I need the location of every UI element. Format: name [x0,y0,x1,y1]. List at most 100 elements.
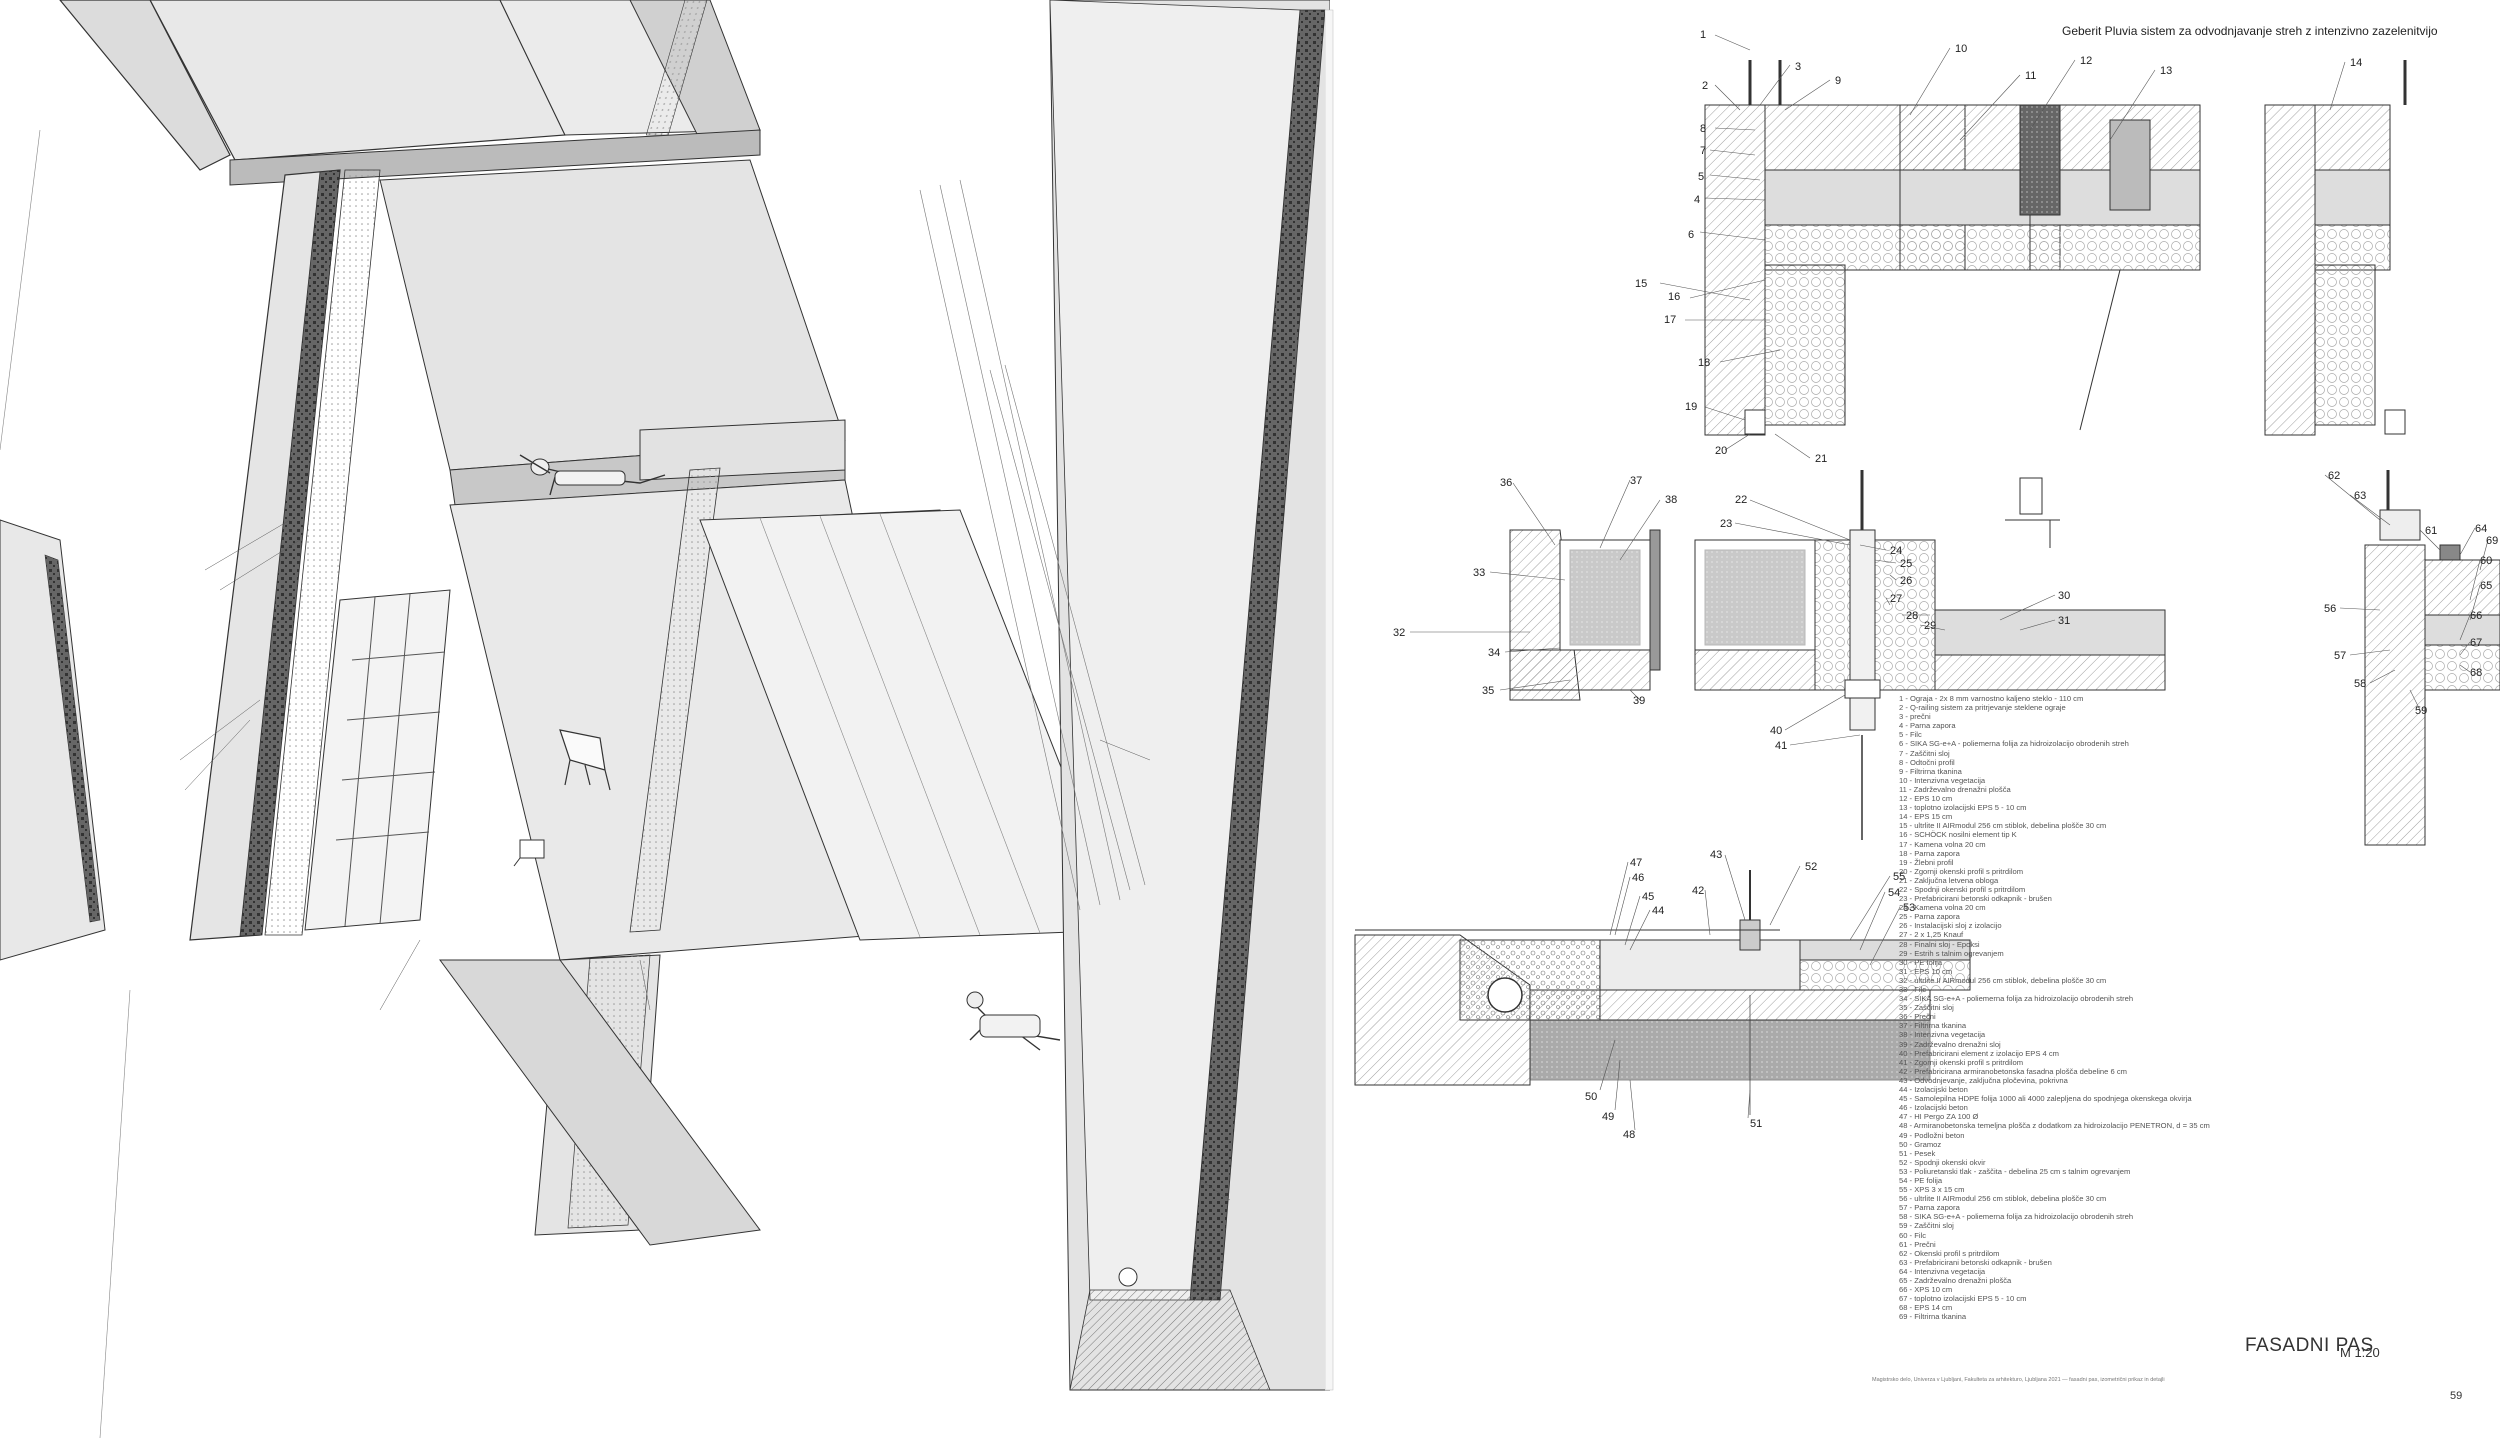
callout-11: 11 [2025,70,2036,82]
legend-item: 56 - ultrlite II AIRmodul 256 cm stiblok… [1899,1194,2107,1204]
legend-item: 48 - Armiranobetonska temeljna plošča z … [1899,1121,2210,1131]
callout-67: 67 [2470,637,2482,649]
legend-item: 66 - XPS 10 cm [1899,1285,1953,1295]
legend-item: 59 - Zaščitni sloj [1899,1221,1954,1231]
legend-item: 12 - EPS 10 cm [1899,794,1953,804]
callout-46: 46 [1632,872,1644,884]
detail-middle-right [2364,470,2500,846]
legend-item: 1 - Ograja - 2x 8 mm varnostno kaljeno s… [1899,694,2084,703]
legend-item: 28 - Finalni sloj - Epoksi [1899,939,1980,949]
material-legend: 1 - Ograja - 2x 8 mm varnostno kaljeno s… [1899,694,2319,1321]
callout-17: 17 [1664,314,1676,326]
callout-26: 26 [1900,575,1912,587]
callout-28: 28 [1906,610,1918,622]
sheet-title: FASADNI PAS [2245,1335,2374,1356]
callout-37: 37 [1630,475,1642,487]
legend-item: 50 - Gramoz [1899,1139,1942,1149]
callout-40: 40 [1770,725,1782,737]
callout-39: 39 [1633,695,1645,707]
facade-band-dark [239,169,341,937]
legend-item: 40 - Prefabricirani element z izolacijo … [1899,1048,2059,1058]
page-number: 59 [2450,1390,2463,1402]
legend-item: 41 - Zgornji okenski profil s pritrdilom [1899,1057,2024,1067]
legend-item: 16 - SCHÖCK nosilni element tip K [1899,830,2017,840]
mid-slab-overhang [639,419,846,481]
detail-middle-left [1509,470,2166,840]
legend-item: 45 - Samolepilna HDPE folija 1000 ali 40… [1899,1094,2192,1104]
callout-25: 25 [1900,558,1912,570]
callout-34: 34 [1488,647,1500,659]
legend-item: 10 - Intenzivna vegetacija [1899,775,1986,785]
callout-69: 69 [2486,535,2498,547]
facade-band-insulation [264,169,381,936]
upper-left-wall [59,0,231,171]
legend-item: 51 - Pesek [1899,1148,1936,1158]
legend-item: 58 - SIKA SG-e+A - poliemerna folija za … [1899,1212,2134,1222]
legend-item: 13 - toplotno izolacijski EPS 5 - 10 cm [1899,803,2027,813]
callout-43: 43 [1710,849,1722,861]
callout-22: 22 [1735,494,1747,506]
legend-item: 17 - Kamena volna 20 cm [1899,839,1986,849]
callout-66: 66 [2470,610,2482,622]
legend-item: 33 - Filc [1899,985,1927,994]
callout-14: 14 [2350,57,2362,69]
callout-6: 6 [1688,229,1694,241]
callout-61: 61 [2425,525,2437,537]
callout-38: 38 [1665,494,1677,506]
callout-45: 45 [1642,891,1654,903]
ground-section-right [1069,1289,1271,1391]
legend-item: 26 - Instalacijski sloj z izolacijo [1899,921,2002,931]
legend-item: 47 - HI Pergo ZA 100 Ø [1899,1112,1979,1122]
legend-item: 44 - Izolacijski beton [1899,1085,1968,1095]
legend-item: 20 - Zgornji okenski profil s pritrdilom [1899,866,2024,876]
callout-59: 59 [2415,705,2427,717]
chair-icon [559,729,611,791]
callout-23: 23 [1720,518,1732,530]
legend-item: 61 - Prečni [1899,1239,1936,1249]
person-figure-icon [966,991,1061,1051]
legend-item: 62 - Okenski profil s pritrdilom [1899,1248,2000,1258]
callout-30: 30 [2058,590,2070,602]
callout-4: 4 [1694,194,1700,206]
bookshelf [304,589,451,931]
legend-item: 29 - Estrih s talnim ogrevanjem [1899,948,2004,958]
detail-foundation [1354,870,1971,1115]
legend-item: 22 - Spodnji okenski profil s pritrdilom [1899,884,2026,894]
legend-item: 30 - PE folija [1899,957,1943,967]
callout-24: 24 [1890,545,1902,557]
callout-63: 63 [2354,490,2366,502]
detail-drawings: 1 2 3 9 8 7 5 4 6 15 16 17 18 19 20 21 1… [1354,29,2500,1141]
legend-item: 31 - EPS 10 cm [1899,966,1953,976]
callout-53: 53 [1903,902,1915,914]
legend-item: 36 - Prečni [1899,1012,1936,1022]
callout-54: 54 [1888,887,1900,899]
panel-divider [1325,9,1334,1391]
legend-item: 54 - PE folija [1899,1175,1943,1185]
legend-item: 18 - Parna zapora [1899,848,1960,858]
callout-55: 55 [1893,871,1905,883]
callout-21: 21 [1815,453,1827,465]
callout-19: 19 [1685,401,1697,413]
legend-item: 53 - Poliuretanski tlak - zaščita - debe… [1899,1166,2131,1176]
callout-7: 7 [1700,145,1706,157]
callout-3: 3 [1795,61,1801,73]
legend-item: 37 - Filtrirna tkanina [1899,1021,1967,1031]
callout-31: 31 [2058,615,2070,627]
legend-item: 21 - Zaključna letvena obloga [1899,875,1999,885]
callout-5: 5 [1698,171,1704,183]
sheet-scale: M 1:20 [2340,1345,2380,1360]
callout-2: 2 [1702,80,1708,92]
callout-57: 57 [2334,650,2346,662]
legend-item: 46 - Izolacijski beton [1899,1103,1968,1113]
legend-item: 25 - Parna zapora [1899,912,1960,922]
isometric-drawing [0,0,1331,1439]
legend-item: 52 - Spodnji okenski okvir [1899,1157,1986,1167]
legend-item: 14 - EPS 15 cm [1899,812,1953,822]
legend-item: 55 - XPS 3 x 15 cm [1899,1185,1965,1195]
sheet-credit: Magistrsko delo, Univerza v Ljubljani, F… [1872,1377,2165,1383]
legend-item: 4 - Parna zapora [1899,721,1956,731]
far-left-wall [0,519,106,961]
legend-item: 6 - SIKA SG-e+A - poliemerna folija za h… [1899,739,2129,749]
callout-9: 9 [1835,75,1841,87]
